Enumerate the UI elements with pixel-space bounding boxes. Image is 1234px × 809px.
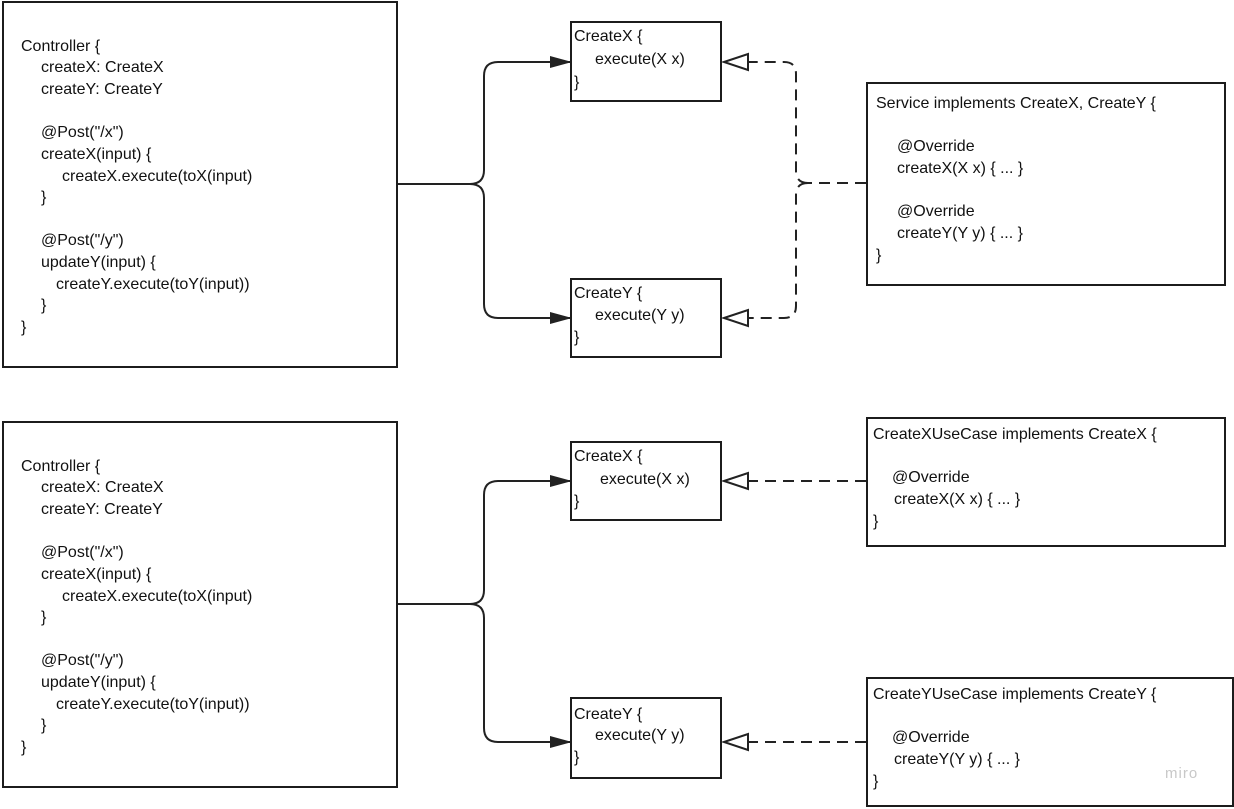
implements-arrowhead (720, 732, 749, 752)
code-line: CreateYUseCase implements CreateY { (873, 686, 1157, 703)
implements-arrowhead (720, 308, 749, 328)
code-line: CreateX { (574, 28, 643, 45)
code-line: execute(X x) (600, 471, 690, 488)
code-line: createY.execute(toY(input)) (56, 276, 250, 293)
code-line: @Override (892, 729, 970, 746)
code-line: } (873, 773, 879, 790)
dependency-arrow-createy-top (398, 183, 572, 324)
code-line: createY.execute(toY(input)) (56, 696, 250, 713)
code-line: } (876, 247, 882, 264)
dependency-arrow-createx-top (398, 56, 572, 185)
interface-createy-box-bottom[interactable]: CreateY { execute(Y y) } (570, 697, 722, 779)
code-line: @Post("/x") (41, 124, 124, 141)
code-line: CreateY { (574, 706, 643, 723)
code-line: createY: CreateY (41, 501, 163, 518)
code-line: } (873, 513, 879, 530)
code-line: CreateY { (574, 285, 643, 302)
service-impl-box[interactable]: Service implements CreateX, CreateY { @O… (866, 82, 1226, 286)
code-line: createY(Y y) { ... } (894, 751, 1020, 768)
controller-box-bottom[interactable]: Controller { createX: CreateX createY: C… (2, 421, 398, 788)
createy-usecase-box[interactable]: CreateYUseCase implements CreateY { @Ove… (866, 677, 1234, 807)
code-line: @Override (897, 138, 975, 155)
code-line: } (574, 749, 580, 766)
code-line: @Override (892, 469, 970, 486)
code-line: } (41, 297, 47, 314)
code-line: createX.execute(toX(input) (62, 168, 253, 185)
dependency-arrow-createy-bottom (398, 603, 572, 748)
createx-usecase-box[interactable]: CreateXUseCase implements CreateX { @Ove… (866, 417, 1226, 547)
code-line: Controller { (21, 458, 101, 475)
code-line: @Post("/x") (41, 544, 124, 561)
code-line: execute(X x) (595, 51, 685, 68)
code-line: createY: CreateY (41, 81, 163, 98)
implements-arrowhead (720, 52, 749, 72)
code-line: createX: CreateX (41, 59, 164, 76)
code-line: execute(Y y) (595, 307, 685, 324)
code-line: CreateX { (574, 448, 643, 465)
code-line: createX.execute(toX(input) (62, 588, 253, 605)
code-line: Service implements CreateX, CreateY { (876, 95, 1156, 112)
code-line: updateY(input) { (41, 674, 156, 691)
implements-line-service (748, 61, 866, 319)
implements-arrowhead (720, 471, 749, 491)
code-line: } (574, 493, 580, 510)
interface-createx-box-bottom[interactable]: CreateX { execute(X x) } (570, 441, 722, 521)
code-line: createX(X x) { ... } (894, 491, 1021, 508)
code-line: @Post("/y") (41, 652, 124, 669)
code-line: CreateXUseCase implements CreateX { (873, 426, 1157, 443)
dependency-arrow-createx-bottom (398, 475, 572, 605)
code-line: createX: CreateX (41, 479, 164, 496)
code-line: Controller { (21, 38, 101, 55)
miro-watermark: miro (1165, 765, 1199, 782)
code-line: } (41, 717, 47, 734)
code-line: } (41, 189, 47, 206)
code-line: } (574, 74, 580, 91)
code-line: execute(Y y) (595, 727, 685, 744)
code-line: } (21, 319, 27, 336)
code-line: @Post("/y") (41, 232, 124, 249)
code-line: } (21, 739, 27, 756)
code-line: } (41, 609, 47, 626)
code-line: createX(input) { (41, 566, 152, 583)
controller-box-top[interactable]: Controller { createX: CreateX createY: C… (2, 1, 398, 368)
code-line: } (574, 329, 580, 346)
code-line: createX(input) { (41, 146, 152, 163)
code-line: createY(Y y) { ... } (897, 225, 1023, 242)
code-line: createX(X x) { ... } (897, 160, 1024, 177)
code-line: updateY(input) { (41, 254, 156, 271)
code-line: @Override (897, 203, 975, 220)
